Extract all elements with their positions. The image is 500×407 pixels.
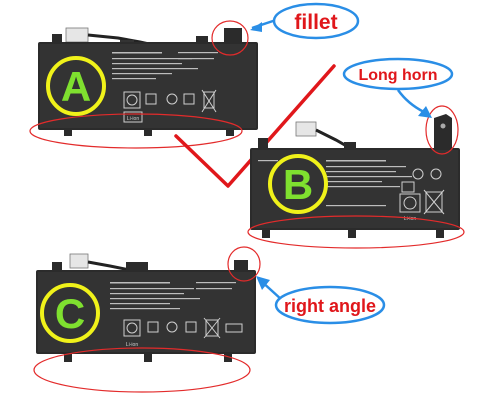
battery-c-li-ion-tag: Li-ion [126, 342, 138, 348]
battery-b-bottom-highlight [247, 215, 465, 249]
battery-b-long-horn [434, 114, 452, 150]
long-horn-arrowhead-icon [418, 106, 432, 118]
battery-b-symbols [399, 168, 445, 215]
check-mark [174, 64, 336, 188]
battery-a-letter-ring [46, 56, 106, 116]
battery-a: Li-ion A [29, 20, 258, 149]
battery-b-li-ion-tag: Li-ion [404, 216, 416, 222]
callout-long-horn: Long horn [342, 57, 454, 118]
battery-c: Li-ion C [33, 246, 261, 393]
right-angle-label: right angle [284, 296, 376, 316]
right-angle-arrowhead-icon [256, 276, 270, 290]
battery-c-letter: C [55, 290, 85, 337]
callout-right-angle: right angle [256, 276, 386, 325]
right-angle-bubble [274, 285, 386, 325]
battery-b-horn-highlight [425, 105, 459, 155]
battery-c-label-text [110, 282, 236, 310]
fillet-arrowhead-icon [250, 22, 262, 32]
battery-b-letter: B [283, 161, 313, 208]
battery-b-label-text [258, 160, 412, 207]
battery-a-symbols [123, 89, 217, 123]
battery-a-li-ion-tag: Li-ion [127, 116, 139, 122]
battery-a-letter: A [61, 63, 91, 110]
battery-c-symbols [123, 317, 243, 339]
battery-c-connector [69, 253, 148, 272]
battery-c-bottom-highlight [33, 347, 251, 393]
battery-a-bottom-highlight [29, 113, 243, 149]
battery-c-letter-ring [40, 283, 100, 343]
fillet-bubble [272, 2, 360, 40]
battery-b-letter-ring [268, 154, 328, 214]
battery-a-corner-highlight [211, 20, 249, 56]
battery-a-label-text [112, 52, 218, 80]
battery-b-connector [295, 121, 351, 150]
long-horn-label: Long horn [358, 67, 437, 84]
fillet-label: fillet [294, 11, 337, 34]
long-horn-bubble [342, 57, 454, 91]
callout-fillet: fillet [250, 2, 360, 40]
battery-b: Li-ion B [247, 105, 465, 249]
battery-c-corner-highlight [227, 246, 261, 282]
